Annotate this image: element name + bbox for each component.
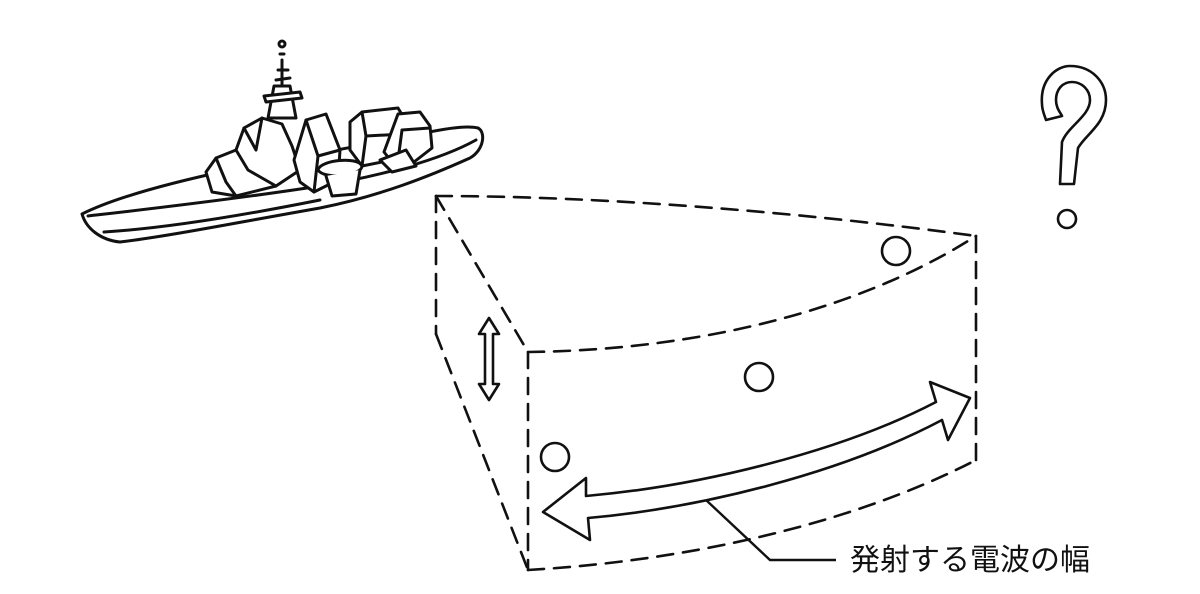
ship-aft-box [382,110,434,164]
target-marker [539,441,571,473]
beam-top-edge-near [526,234,978,354]
double-arrow-horizontal [541,380,972,542]
beam-top-left-edge [434,194,530,354]
beam-width-caption: 発射する電波の幅 [850,543,1090,578]
ship-radome-base [324,168,362,198]
ship-hull-waterline [102,198,322,234]
ship-mid-block-face [304,118,342,194]
double-arrow-vertical [477,316,501,402]
target-markers [539,235,912,473]
target-marker [880,235,912,267]
target-marker [743,361,775,393]
question-mark-icon [1040,64,1108,230]
beam-top-edge-far [434,194,978,238]
ship-bridge-block [204,116,302,198]
radar-beam-volume [434,194,978,572]
ship-bridge-front [214,116,278,198]
beam-bottom-left-edge [434,332,530,572]
warship-icon [80,39,485,244]
ship-mast-crossbar [262,90,304,104]
ship-mast-pole [276,52,290,88]
ship-mast-top [277,39,287,49]
beam-bottom-front-edge [526,458,978,572]
ship-aft-deckhouse [378,148,418,174]
ship-mast-mid [274,76,292,82]
caption-leader-line [705,499,836,562]
